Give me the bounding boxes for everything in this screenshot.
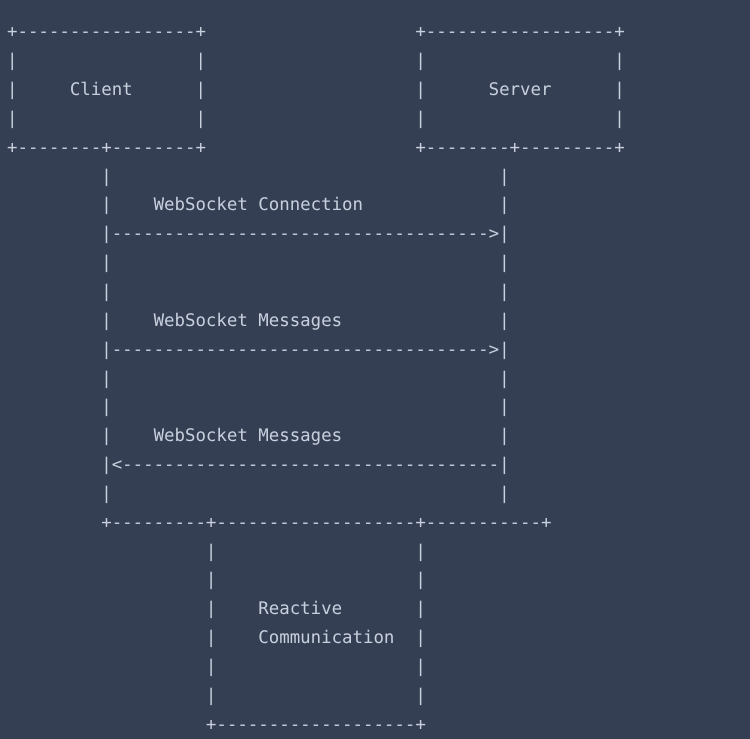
lifeline-row: | | [7, 397, 510, 418]
summary-label-row: | Reactive | [7, 599, 426, 620]
lifeline-row: | | [7, 483, 510, 504]
summary-bottom-border-row: +-------------------+ [7, 714, 426, 735]
message-arrow-row: |------------------------------------>| [7, 224, 510, 245]
message-label-row: | WebSocket Messages | [7, 310, 510, 331]
summary-blank-row: | | [7, 685, 426, 706]
summary-blank-row: | | [7, 656, 426, 677]
summary-top-border-row: +---------+-------------------+---------… [7, 512, 552, 533]
message-arrow-row: |<------------------------------------| [7, 455, 510, 476]
message-label-row: | WebSocket Connection | [7, 195, 510, 216]
box-blank-row: | | | | [7, 108, 625, 129]
summary-blank-row: | | [7, 541, 426, 562]
summary-label-row: | Communication | [7, 628, 426, 649]
box-label-row: | Client | | Server | [7, 80, 625, 101]
summary-blank-row: | | [7, 570, 426, 591]
lifeline-row: | | [7, 253, 510, 274]
ascii-art-diagram: +-----------------+ +------------------+… [0, 17, 750, 739]
box-bottom-border-row: +--------+--------+ +--------+---------+ [7, 137, 625, 158]
lifeline-row: | | [7, 368, 510, 389]
message-arrow-row: |------------------------------------>| [7, 339, 510, 360]
lifeline-row: | | [7, 166, 510, 187]
box-blank-row: | | | | [7, 51, 625, 72]
box-top-border-row: +-----------------+ +------------------+ [7, 22, 625, 43]
message-label-row: | WebSocket Messages | [7, 426, 510, 447]
lifeline-row: | | [7, 281, 510, 302]
